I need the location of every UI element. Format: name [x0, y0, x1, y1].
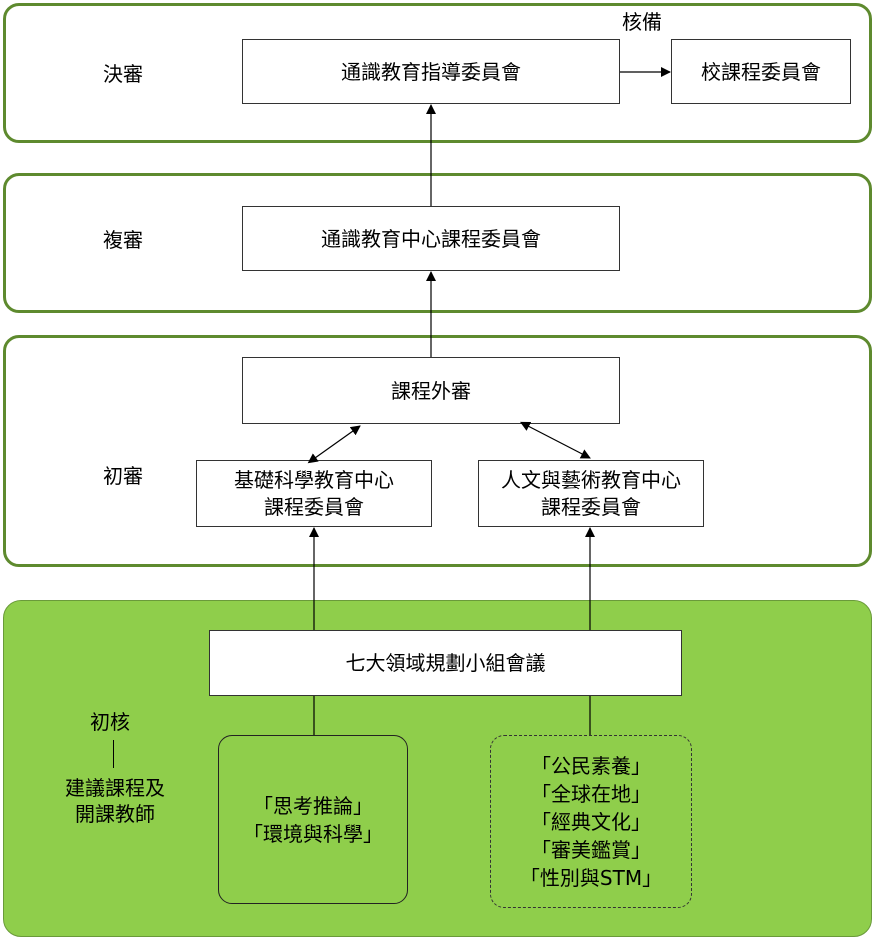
domain-group-right: 「公民素養」 「全球在地」 「經典文化」 「審美鑑賞」 「性別與STM」 — [490, 735, 692, 908]
domain-item: 「全球在地」 — [531, 781, 651, 806]
domain-item: 「審美鑑賞」 — [531, 837, 651, 862]
seven-domains-meeting-box: 七大領域規劃小組會議 — [209, 630, 682, 696]
stage-label-initial-sub: 建議課程及 開課教師 — [65, 776, 165, 826]
domain-item: 「性別與STM」 — [519, 865, 663, 890]
guidance-committee-box: 通識教育指導委員會 — [242, 39, 620, 104]
school-curriculum-committee-box: 校課程委員會 — [671, 39, 851, 104]
domain-item: 「思考推論」 — [253, 793, 373, 818]
center-curriculum-committee-box: 通識教育中心課程委員會 — [242, 206, 620, 271]
domain-item: 「經典文化」 — [531, 809, 651, 834]
domain-group-left: 「思考推論」 「環境與科學」 — [218, 735, 408, 904]
humanities-arts-committee-box: 人文與藝術教育中心 課程委員會 — [478, 460, 704, 527]
domain-item: 「公民素養」 — [531, 753, 651, 778]
stage-label-first: 初審 — [103, 464, 143, 488]
external-review-box: 課程外審 — [242, 357, 620, 424]
stage-label-final: 決審 — [103, 62, 143, 86]
for-record-label: 核備 — [622, 10, 662, 34]
stage-label-second: 複審 — [103, 228, 143, 252]
domain-item: 「環境與科學」 — [243, 821, 383, 846]
stage-label-initial: 初核 — [90, 710, 130, 734]
initial-label-connector — [113, 740, 114, 768]
basic-science-committee-box: 基礎科學教育中心 課程委員會 — [196, 460, 432, 527]
